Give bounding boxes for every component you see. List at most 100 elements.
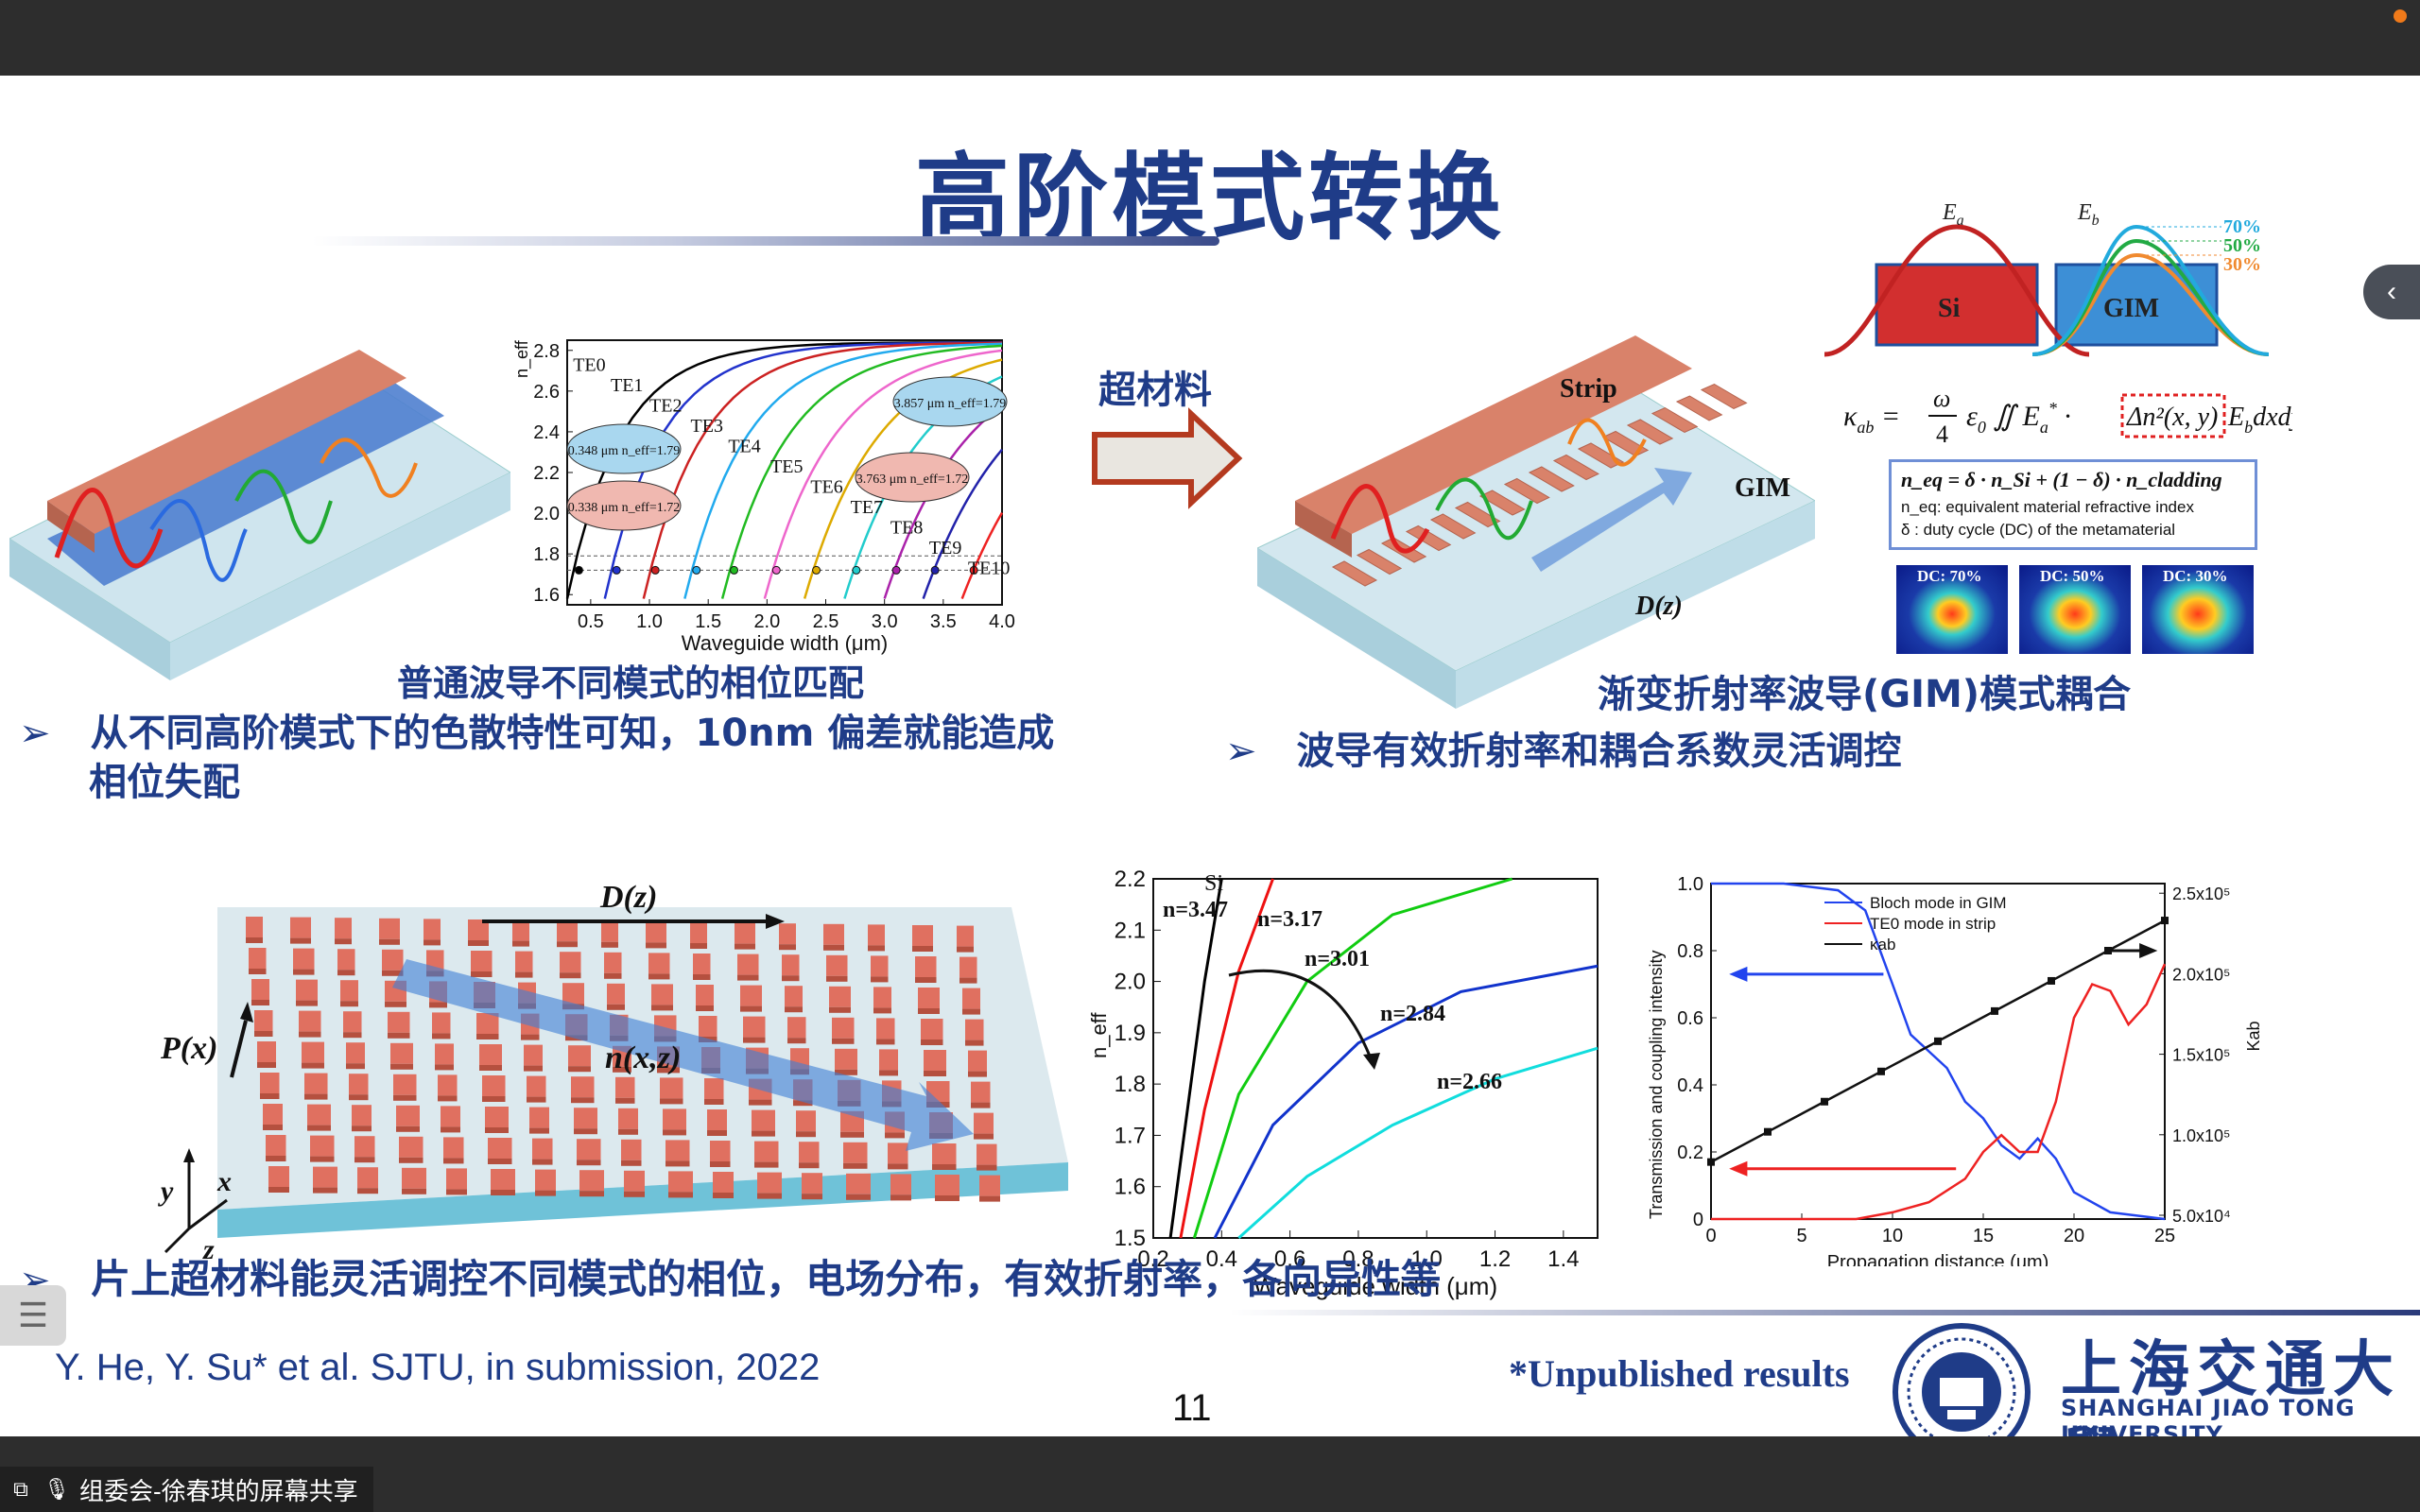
meta-block (868, 924, 885, 946)
meta-block (832, 1017, 855, 1039)
chart1-annotation: 3.857 μm n_eff=1.79 (894, 397, 1007, 411)
meta-block-side (802, 1194, 822, 1200)
chart1-ytick-label: 2.6 (533, 382, 560, 403)
chart3-ytick-right-label: 2.5x10⁵ (2172, 885, 2231, 903)
chart1-series-TE2 (642, 341, 1003, 599)
meta-block (965, 1019, 984, 1040)
chart3-kappa-marker (2104, 947, 2112, 954)
meta-block (615, 1076, 635, 1098)
chart3-xtick-label: 25 (2154, 1226, 2175, 1246)
meta-block-side (868, 945, 885, 952)
meta-block-side (479, 1065, 502, 1071)
chart2-xtick-label: 1.4 (1547, 1246, 1579, 1272)
chart3-kappa-marker (1877, 1067, 1885, 1075)
chart1-marker (771, 565, 781, 575)
bullet-arrow-icon: ➢ (1225, 730, 1257, 773)
meta-block (446, 1168, 467, 1190)
meta-block-side (515, 971, 533, 978)
meta-block (249, 948, 267, 969)
meta-block (935, 1175, 959, 1195)
meta-block (666, 1140, 690, 1161)
meta-block-side (354, 1157, 375, 1163)
footer-rule (1229, 1310, 2420, 1315)
chart1-label-TE0: TE0 (573, 354, 605, 375)
meta-block-side (476, 1034, 499, 1040)
meta-block-side (962, 1008, 980, 1015)
chart3-ytick-right-label: 2.0x10⁵ (2172, 965, 2231, 984)
university-name-en: SHANGHAI JIAO TONG UNIVERSITY (2061, 1395, 2356, 1436)
meta-block-side (873, 1007, 891, 1014)
meta-block (335, 918, 352, 939)
chart3-kappa-marker (2161, 917, 2169, 925)
meta-block (268, 1166, 289, 1187)
chart1-marker (692, 565, 701, 575)
bullet-dispersion-text-cont: 相位失配 (89, 761, 240, 804)
metamaterial-arrow-icon (1092, 407, 1243, 509)
meta-block (757, 1172, 782, 1194)
chart3-ytick-label: 1.0 (1677, 874, 1703, 895)
meta-block-side (690, 943, 707, 949)
meta-block (491, 1169, 515, 1190)
meta-block-side (604, 972, 622, 979)
meta-block-side (696, 1005, 714, 1011)
meta-block (393, 1074, 417, 1095)
gim-tooth (1331, 560, 1378, 587)
meta-block-side (568, 1066, 591, 1073)
meta-block (424, 919, 441, 940)
chart2-series-label: n=2.66 (1437, 1070, 1502, 1094)
meta-block-side (779, 944, 796, 951)
dc-30-image: DC: 30% (2142, 565, 2254, 654)
meta-block (915, 956, 937, 977)
bullet-metamaterial: ➢ 片上超材料能灵活调控不同模式的相位，电场分布，有效折射率，各向异性等 (19, 1247, 1441, 1305)
bullet-dispersion-text: 从不同高阶模式下的色散特性可知，10nm 偏差就能造成 (90, 712, 1055, 755)
chart1-annotation-bubble (892, 376, 1008, 427)
svg-text:κab =: κab = (1843, 401, 1900, 437)
side-panel-toggle[interactable]: ‹ (2363, 265, 2420, 319)
chart3-ytick-label: 0.4 (1677, 1075, 1703, 1096)
meta-block (835, 1048, 857, 1070)
chart2-series-label: n=3.01 (1305, 947, 1370, 971)
meta-block-side (871, 976, 889, 983)
eb-subscript: b (2092, 213, 2100, 229)
meta-block (293, 948, 315, 970)
metamaterial-arrow-label: 超材料 (1098, 369, 1212, 412)
meta-block-side (429, 1002, 447, 1008)
meta-block (977, 1143, 997, 1165)
chart2-xtick-label: 0.2 (1137, 1246, 1168, 1272)
gim-label: GIM (1735, 473, 1790, 503)
dc-70-label: DC: 70% (1917, 567, 1982, 585)
chart2-xtick-label: 0.8 (1342, 1246, 1374, 1272)
chart2-series (1213, 964, 1599, 1239)
chart1-ytick-label: 2.4 (533, 422, 560, 443)
meta-block-side (918, 1008, 940, 1014)
chart1-annotation-bubble (566, 423, 682, 474)
chart1-ylabel: n_eff (512, 339, 532, 378)
meta-block-side (346, 1063, 365, 1070)
chart2-series (1237, 1046, 1599, 1240)
chart1-ytick-label: 2.2 (533, 463, 560, 484)
delta-description: δ : duty cycle (DC) of the metamaterial (1901, 521, 2176, 539)
chart2-ylabel: n_eff (1087, 1012, 1111, 1058)
meta-block-side (651, 1005, 673, 1011)
meta-block-side (529, 1127, 549, 1134)
floating-list-button[interactable]: ☰ (0, 1285, 66, 1346)
meta-block-side (482, 1096, 506, 1102)
chart3-ytick-right-label: 1.0x10⁵ (2172, 1126, 2231, 1145)
meta-block (624, 1170, 645, 1192)
meta-block-side (557, 941, 578, 948)
meta-block-side (268, 1187, 289, 1193)
kappa-formula: κab = ω 4 ε0 ∬ Ea* · Δn²(x, y) Ebdxdy (1843, 385, 2292, 448)
chart3-ytick-label: 0.2 (1677, 1143, 1703, 1163)
chart1-label-TE2: TE2 (649, 395, 682, 416)
screen-share-label[interactable]: ⧉ 🎙 组委会-徐春琪的屏幕共享 (0, 1467, 373, 1512)
chart1-annotation: 0.348 μm n_eff=1.79 (568, 444, 681, 458)
meta-block (888, 1143, 908, 1164)
meta-block-side (737, 974, 759, 981)
meta-block-side (249, 969, 267, 974)
meta-block-side (349, 1094, 369, 1101)
chart3-ytick-label: 0 (1693, 1210, 1703, 1230)
chart1-ytick-label: 2.0 (533, 504, 560, 524)
meta-block-side (257, 1062, 276, 1068)
